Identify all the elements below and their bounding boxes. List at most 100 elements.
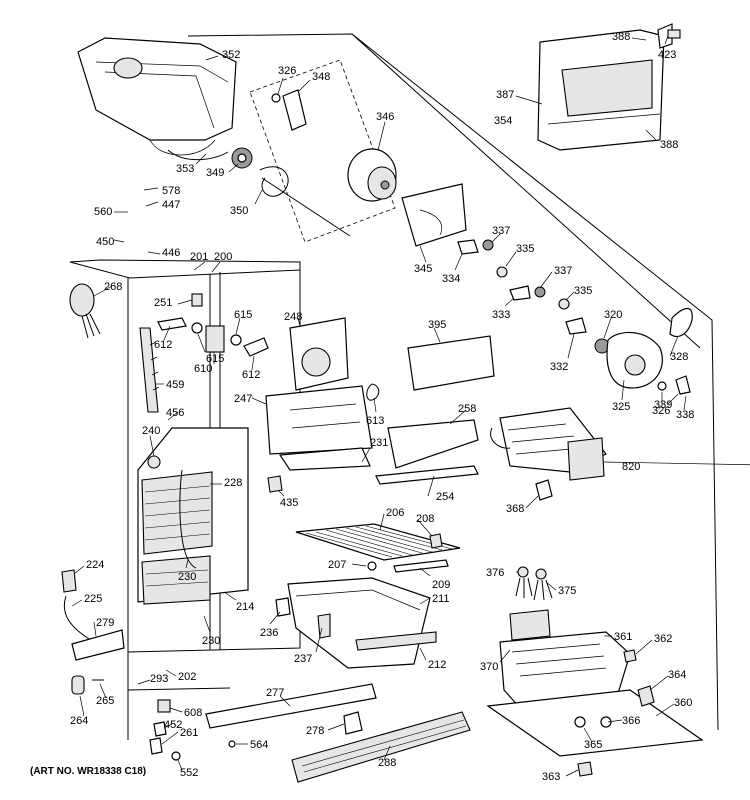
- callout-label: 236: [260, 627, 278, 639]
- callout-label: 613: [366, 415, 384, 427]
- callout-label: 264: [70, 715, 88, 727]
- part-278: [343, 711, 363, 735]
- clip-207: [367, 561, 377, 571]
- callout-label: 288: [378, 757, 396, 769]
- auger-motor: [347, 148, 397, 202]
- ice-bucket: [77, 37, 237, 156]
- callout-labels: 352 326 348 346 388 423 387 354 388 353 …: [30, 31, 694, 783]
- callout-label: 251: [154, 297, 172, 309]
- clip-612a: [157, 317, 187, 331]
- callout-label: 820: [622, 461, 640, 473]
- cover-panel-395: [407, 335, 495, 391]
- callout-label: 325: [612, 401, 630, 413]
- callout-label: 353: [176, 163, 194, 175]
- callout-label: 552: [180, 767, 198, 779]
- callout-label: 610: [194, 363, 212, 375]
- callout-label: 608: [184, 707, 202, 719]
- grommet-615b: [230, 334, 242, 346]
- callout-label: 346: [376, 111, 394, 123]
- callout-label: 225: [84, 593, 102, 605]
- thermostat-610: [205, 325, 225, 353]
- auger-assembly: [167, 147, 351, 237]
- bracket-236: [275, 597, 291, 617]
- callout-label: 247: [234, 393, 252, 405]
- callout-label: 376: [486, 567, 504, 579]
- callout-label: 214: [236, 601, 254, 613]
- trim-strip: [139, 327, 159, 413]
- solenoid-linkage: [457, 239, 587, 335]
- wiring-harness: [515, 566, 553, 601]
- callout-label: 200: [214, 251, 232, 263]
- part-452: [153, 721, 167, 737]
- rail-254: [375, 465, 479, 485]
- callout-label: 228: [224, 477, 242, 489]
- callout-label: 435: [280, 497, 298, 509]
- part-261: [149, 737, 163, 755]
- callout-label: 350: [230, 205, 248, 217]
- callout-label: 365: [584, 739, 602, 751]
- drain-trough-279: [71, 629, 125, 661]
- callout-label: 335: [516, 243, 534, 255]
- wire-shelf: [295, 523, 461, 561]
- callout-label: 450: [96, 236, 114, 248]
- callout-label: 578: [162, 185, 180, 197]
- callout-label: 338: [676, 409, 694, 421]
- callout-label: 395: [428, 319, 446, 331]
- callout-label: 362: [654, 633, 672, 645]
- callout-label: 423: [658, 49, 676, 61]
- dispenser-door-panel: [537, 23, 681, 151]
- art-number-note: (ART NO. WR18338 C18): [30, 766, 146, 777]
- machine-compartment: [486, 609, 704, 777]
- light-socket: [69, 283, 101, 339]
- callout-label: 209: [432, 579, 450, 591]
- callout-label: 388: [660, 139, 678, 151]
- dispenser-motor-housing: [594, 307, 693, 395]
- callout-label: 268: [104, 281, 122, 293]
- callout-label: 208: [416, 513, 434, 525]
- ice-maker: [490, 407, 607, 481]
- callout-label: 278: [306, 725, 324, 737]
- callout-label: 206: [386, 507, 404, 519]
- callout-label: 612: [154, 339, 172, 351]
- callout-label: 207: [328, 559, 346, 571]
- callout-label: 452: [164, 719, 182, 731]
- callout-label: 615: [234, 309, 252, 321]
- callout-label: 368: [506, 503, 524, 515]
- callout-label: 370: [480, 661, 498, 673]
- callout-label: 361: [614, 631, 632, 643]
- callout-label: 349: [206, 167, 224, 179]
- clip-435: [267, 475, 283, 493]
- door-outline: [187, 33, 719, 731]
- roller-264: [71, 675, 85, 695]
- callout-label: 375: [558, 585, 576, 597]
- callout-label: 332: [550, 361, 568, 373]
- screw-552: [171, 751, 181, 761]
- grommet-615: [191, 322, 203, 334]
- callout-label: 339: [654, 399, 672, 411]
- callout-label: 224: [86, 559, 104, 571]
- callout-label: 326: [278, 65, 296, 77]
- part-608: [157, 699, 171, 713]
- grommet-224: [61, 569, 77, 593]
- callout-label: 254: [436, 491, 454, 503]
- diagram-artwork: [61, 23, 719, 783]
- callout-label: 212: [428, 659, 446, 671]
- callout-label: 354: [494, 115, 512, 127]
- callout-label: 337: [554, 265, 572, 277]
- clip-208: [429, 533, 443, 549]
- bracket-348: [282, 89, 307, 131]
- callout-label: 560: [94, 206, 112, 218]
- fan-shroud: [265, 317, 380, 471]
- callout-label: 366: [622, 715, 640, 727]
- callout-label: 364: [668, 669, 686, 681]
- callout-label: 231: [370, 437, 388, 449]
- cover-258: [387, 419, 479, 469]
- callout-label: 326: [652, 405, 670, 417]
- callout-label: 211: [432, 593, 450, 605]
- callout-label: 456: [166, 407, 184, 419]
- grille-288: [291, 711, 471, 783]
- bracket-368: [535, 479, 553, 501]
- callout-label: 248: [284, 311, 302, 323]
- callout-label: 201: [190, 251, 208, 263]
- callout-label: 265: [96, 695, 114, 707]
